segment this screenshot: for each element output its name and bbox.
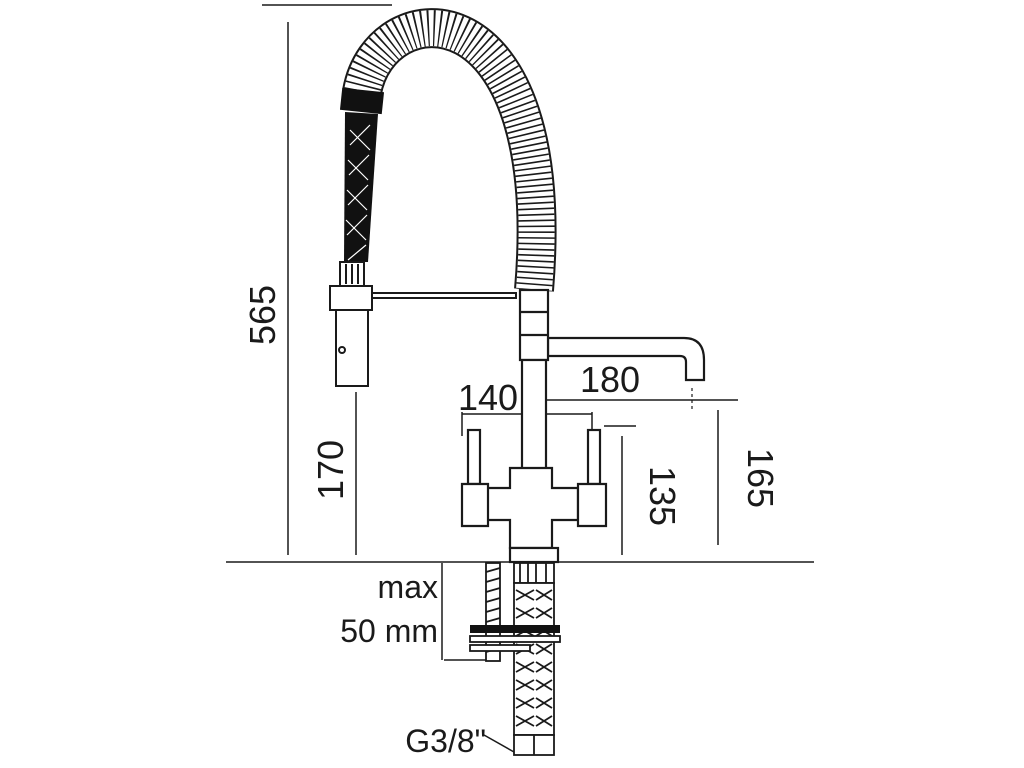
dim-spout-reach: 180 bbox=[580, 359, 640, 400]
dim-total-height: 565 bbox=[242, 285, 283, 345]
spring-coil bbox=[342, 8, 557, 292]
deck-thickness-label-line1: max bbox=[378, 569, 438, 605]
dim-handle-width: 140 bbox=[458, 377, 518, 418]
supply-hoses bbox=[513, 562, 555, 756]
connection-thread-label: G3/8" bbox=[405, 723, 486, 759]
faucet-body bbox=[460, 288, 706, 564]
spray-head bbox=[329, 261, 373, 387]
spray-hose bbox=[339, 87, 385, 262]
dim-spout-height: 170 bbox=[310, 440, 351, 500]
holder-arm bbox=[371, 292, 517, 299]
deck-thickness-label-line2: 50 mm bbox=[340, 613, 438, 649]
dim-outlet-height: 165 bbox=[740, 448, 781, 508]
dim-body-height: 135 bbox=[642, 466, 683, 526]
mounting-plate bbox=[469, 625, 561, 652]
